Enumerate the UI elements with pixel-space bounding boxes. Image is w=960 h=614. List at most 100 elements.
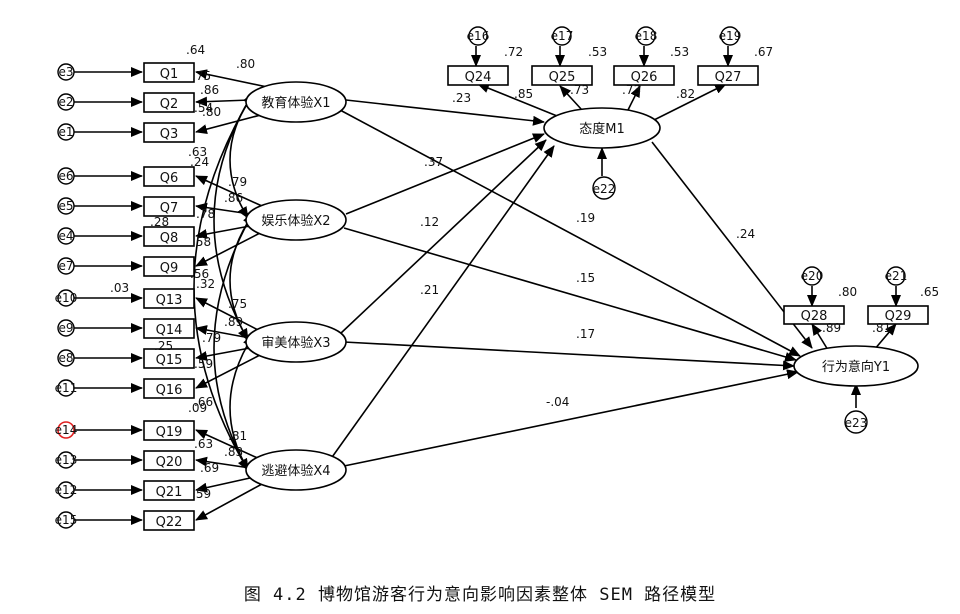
err-e5: e5	[57, 197, 75, 215]
path-x2-m1	[345, 133, 545, 215]
latent-y1: 行为意向Y1	[793, 345, 919, 387]
svg-text:e7: e7	[58, 259, 73, 273]
svg-text:Q29: Q29	[885, 309, 912, 324]
svg-text:e2: e2	[58, 95, 73, 109]
err-e20: e20	[801, 266, 823, 286]
svg-text:.80: .80	[236, 57, 255, 71]
svg-text:.72: .72	[504, 45, 523, 59]
svg-text:e16: e16	[467, 29, 490, 43]
svg-text:Q19: Q19	[156, 425, 183, 440]
err-e19: e19	[719, 26, 742, 46]
path-coefficients: .23 .19 .37 .15 .12 .17 .21 -.04 .24	[420, 91, 755, 409]
svg-text:e14: e14	[55, 423, 78, 437]
box-q22: Q22	[143, 510, 195, 531]
box-q13: Q13	[143, 288, 195, 309]
err-e3: e3	[57, 63, 75, 81]
err-e18: e18	[635, 26, 657, 46]
svg-text:.81: .81	[872, 321, 891, 335]
svg-text:e12: e12	[55, 483, 78, 497]
coef-x1-y1: .19	[576, 211, 595, 225]
box-q29: Q29	[867, 305, 929, 325]
path-x1-m1	[345, 99, 545, 126]
svg-text:Q13: Q13	[156, 293, 183, 308]
svg-text:.24: .24	[190, 155, 209, 169]
svg-text:e19: e19	[719, 29, 742, 43]
svg-text:.75: .75	[192, 69, 211, 83]
svg-text:.32: .32	[196, 277, 215, 291]
svg-text:.25: .25	[154, 339, 173, 353]
svg-text:逃避体验X4: 逃避体验X4	[261, 463, 330, 479]
svg-text:Q3: Q3	[160, 127, 179, 142]
err-e1: e1	[57, 123, 75, 141]
err-e10: e10	[55, 289, 77, 307]
svg-text:.03: .03	[110, 281, 129, 295]
svg-text:e22: e22	[593, 182, 616, 196]
svg-text:态度M1: 态度M1	[579, 121, 625, 137]
svg-text:审美体验X3: 审美体验X3	[261, 335, 330, 351]
err-e16: e16	[467, 26, 490, 46]
svg-text:e17: e17	[551, 29, 574, 43]
svg-text:Q1: Q1	[160, 67, 179, 82]
svg-text:.86: .86	[200, 83, 219, 97]
svg-text:.78: .78	[196, 207, 215, 221]
svg-text:.73: .73	[622, 83, 641, 97]
coef-x3-y1: .17	[576, 327, 595, 341]
svg-text:.63: .63	[194, 437, 213, 451]
svg-text:.54: .54	[194, 101, 213, 115]
svg-text:.86: .86	[224, 191, 243, 205]
svg-text:.75: .75	[228, 297, 247, 311]
svg-text:.63: .63	[188, 145, 207, 159]
err-e15: e15	[55, 511, 77, 529]
err-e13: e13	[55, 451, 78, 469]
err-e23: e23	[844, 410, 868, 434]
svg-text:e4: e4	[58, 229, 73, 243]
svg-text:.59: .59	[192, 487, 211, 501]
svg-text:.89: .89	[224, 315, 243, 329]
svg-text:.73: .73	[570, 83, 589, 97]
svg-text:Q26: Q26	[631, 70, 658, 85]
err-e21: e21	[885, 266, 908, 286]
cov-x1-x4	[193, 92, 254, 471]
svg-text:Q9: Q9	[160, 261, 179, 276]
svg-text:教育体验X1: 教育体验X1	[261, 95, 330, 111]
box-q9: Q9	[143, 256, 195, 277]
svg-text:行为意向Y1: 行为意向Y1	[822, 359, 890, 375]
box-q16: Q16	[143, 378, 195, 399]
svg-text:Q7: Q7	[160, 201, 179, 216]
indicator-boxes-top: Q24 Q25 Q26 Q27 Q28 Q29	[447, 65, 929, 325]
svg-text:.82: .82	[676, 87, 695, 101]
svg-text:.59: .59	[194, 357, 213, 371]
err-e9: e9	[57, 319, 75, 337]
error-arrows-left	[74, 67, 143, 525]
coef-x2-y1: .15	[576, 271, 595, 285]
box-q21: Q21	[143, 480, 195, 501]
svg-text:Q8: Q8	[160, 231, 179, 246]
svg-text:Q25: Q25	[549, 70, 576, 85]
svg-text:Q27: Q27	[715, 70, 742, 85]
box-q3: Q3	[143, 122, 195, 143]
latent-x3: 审美体验X3	[245, 321, 347, 363]
coef-x3-m1: .12	[420, 215, 439, 229]
box-q7: Q7	[143, 196, 195, 217]
svg-text:.85: .85	[514, 87, 533, 101]
error-circles-right: e16 e17 e18 e19 e20 e21 e22 e23	[467, 26, 908, 434]
svg-text:e21: e21	[885, 269, 908, 283]
latent-x1: 教育体验X1	[245, 81, 347, 123]
svg-text:e13: e13	[55, 453, 78, 467]
err-e7: e7	[57, 257, 75, 275]
svg-text:Q28: Q28	[801, 309, 828, 324]
coef-x4-y1: -.04	[546, 395, 569, 409]
svg-text:.53: .53	[588, 45, 607, 59]
err-e17: e17	[551, 26, 574, 46]
svg-text:Q15: Q15	[156, 353, 183, 368]
box-q15: Q15	[143, 348, 195, 369]
figure-caption: 图 4.2 博物馆游客行为意向影响因素整体 SEM 路径模型	[243, 585, 717, 605]
err-e11: e11	[55, 379, 77, 397]
svg-text:Q20: Q20	[156, 455, 183, 470]
loading-labels: .64 .80 .86 .80 .79 .86 .75 .89 .81 .83 …	[186, 43, 939, 459]
latent-x2: 娱乐体验X2	[245, 199, 347, 241]
svg-text:.58: .58	[192, 235, 211, 249]
svg-text:Q6: Q6	[160, 171, 179, 186]
svg-text:Q24: Q24	[465, 70, 492, 85]
box-q26: Q26	[613, 65, 675, 86]
